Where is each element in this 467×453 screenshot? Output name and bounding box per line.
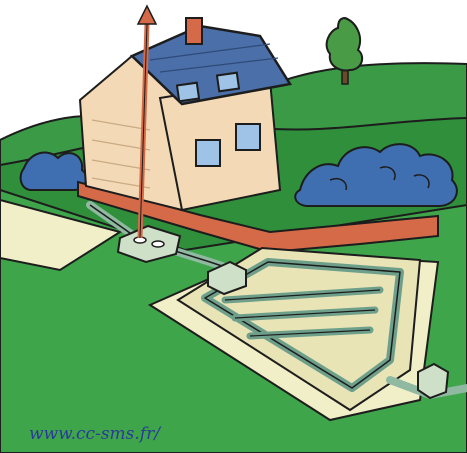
vent-arrow-icon: [138, 6, 156, 24]
outlet-box: [418, 364, 448, 398]
house: [80, 18, 290, 210]
bushes-left: [21, 153, 87, 190]
watermark-url: www.cc-sms.fr/: [29, 424, 160, 444]
